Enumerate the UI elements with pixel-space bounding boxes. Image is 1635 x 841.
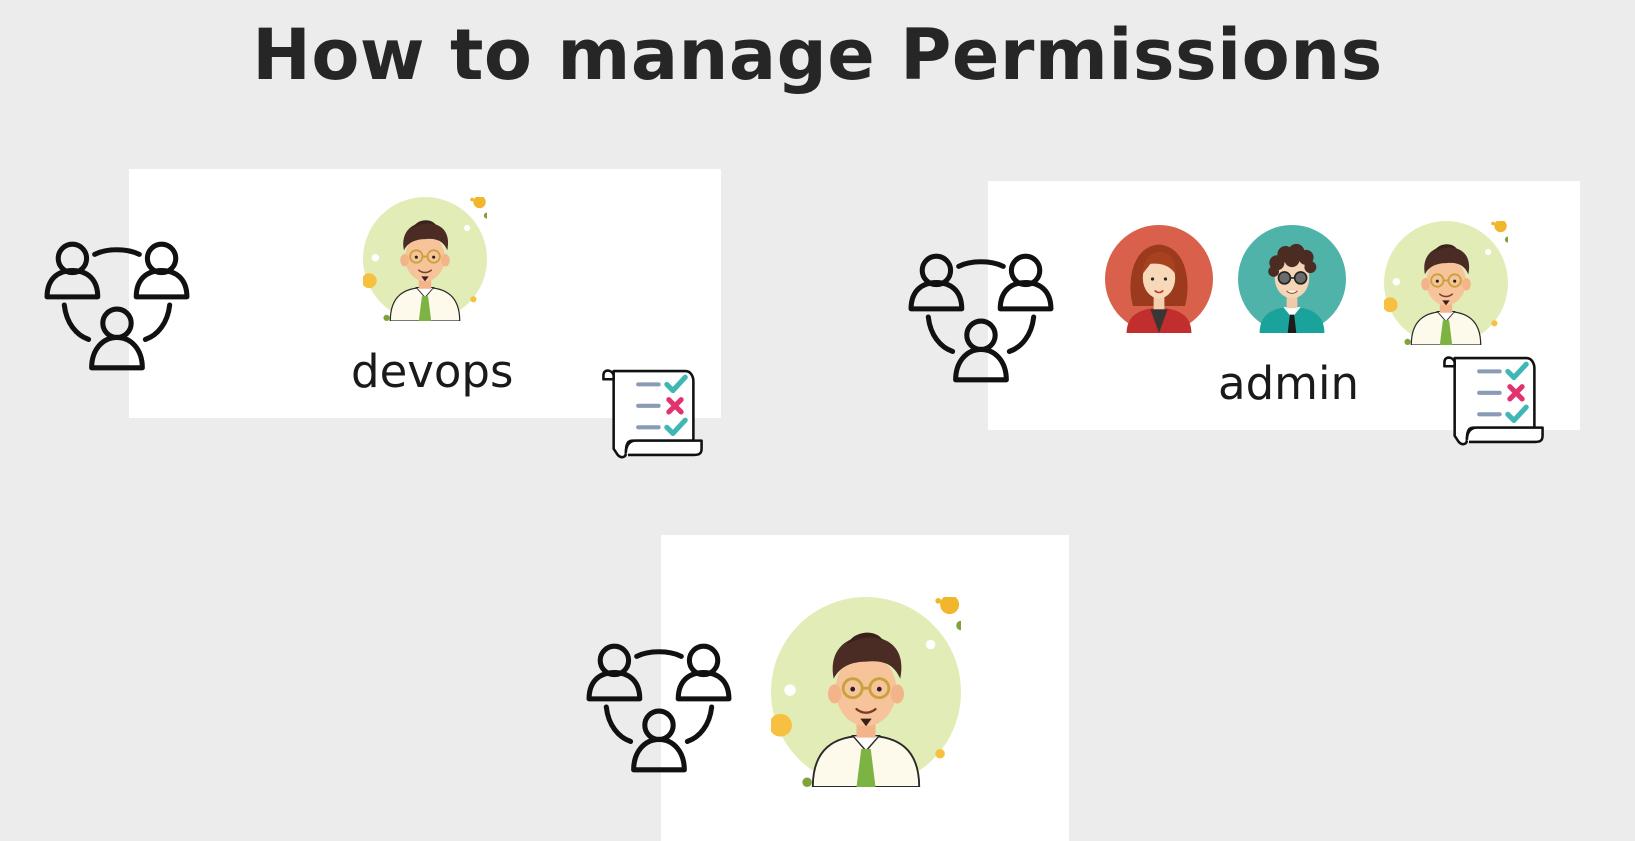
group-icon [42, 234, 194, 376]
group-label: admin [1218, 357, 1359, 410]
user-group-icon [584, 636, 736, 778]
avatar-male-curly [1238, 225, 1346, 333]
group-icon [906, 246, 1058, 388]
permissions-policy-scroll-icon [600, 367, 705, 459]
permissions-policy-scroll-icon [1441, 354, 1546, 446]
male-developer-avatar-icon [771, 597, 961, 787]
permissions-policy[interactable] [1441, 354, 1546, 446]
male-curly-hair-avatar-icon [1238, 225, 1346, 333]
avatar-male-developer [771, 597, 961, 787]
avatar-male-developer [363, 197, 487, 321]
user-group-icon [906, 246, 1058, 388]
male-developer-avatar-icon [363, 197, 487, 321]
avatar-male-developer [1384, 221, 1508, 345]
group-card-devops: devops [129, 169, 721, 418]
page-title: How to manage Permissions [252, 14, 1383, 96]
permissions-policy[interactable] [600, 367, 705, 459]
male-developer-avatar-icon [1384, 221, 1508, 345]
group-icon [584, 636, 736, 778]
female-red-hair-avatar-icon [1105, 225, 1213, 333]
avatar-female [1105, 225, 1213, 333]
group-label: devops [351, 345, 514, 398]
user-group-icon [42, 234, 194, 376]
